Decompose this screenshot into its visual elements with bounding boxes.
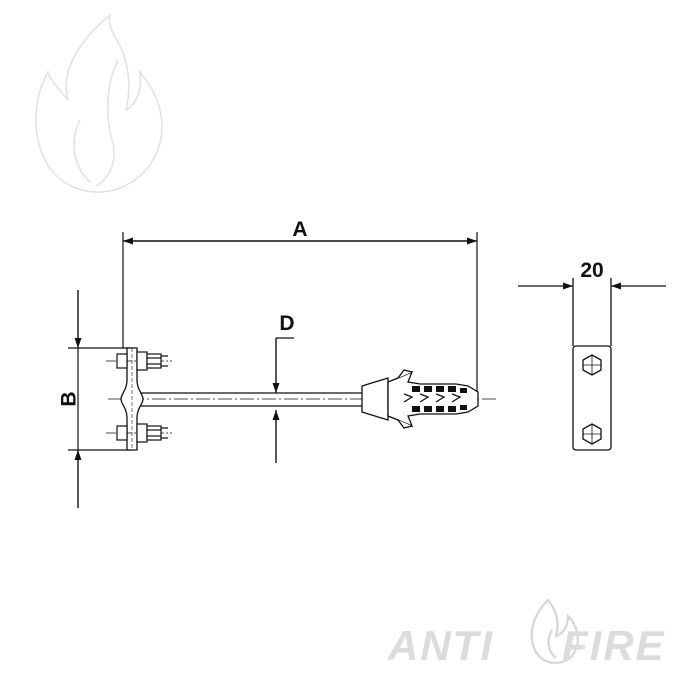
threaded-rod	[140, 392, 365, 407]
brand-logo: ANTI FIRE	[387, 598, 666, 669]
flame-watermark-icon	[35, 12, 163, 193]
dimension-20-label: 20	[580, 259, 603, 282]
side-view-plate	[518, 278, 666, 451]
dimension-d-label: D	[279, 312, 294, 335]
dimension-a	[122, 232, 478, 392]
upper-bolt	[106, 351, 172, 371]
dimension-a-label: A	[292, 218, 307, 241]
flame-icon	[530, 598, 579, 665]
brand-word-right: FIRE	[562, 622, 666, 669]
dimension-d	[272, 337, 294, 463]
dimension-b	[68, 290, 132, 508]
dimension-b-label: B	[58, 391, 81, 406]
wall-plug	[361, 369, 479, 429]
brand-word-left: ANTI	[387, 622, 494, 669]
lower-bolt	[106, 423, 172, 443]
